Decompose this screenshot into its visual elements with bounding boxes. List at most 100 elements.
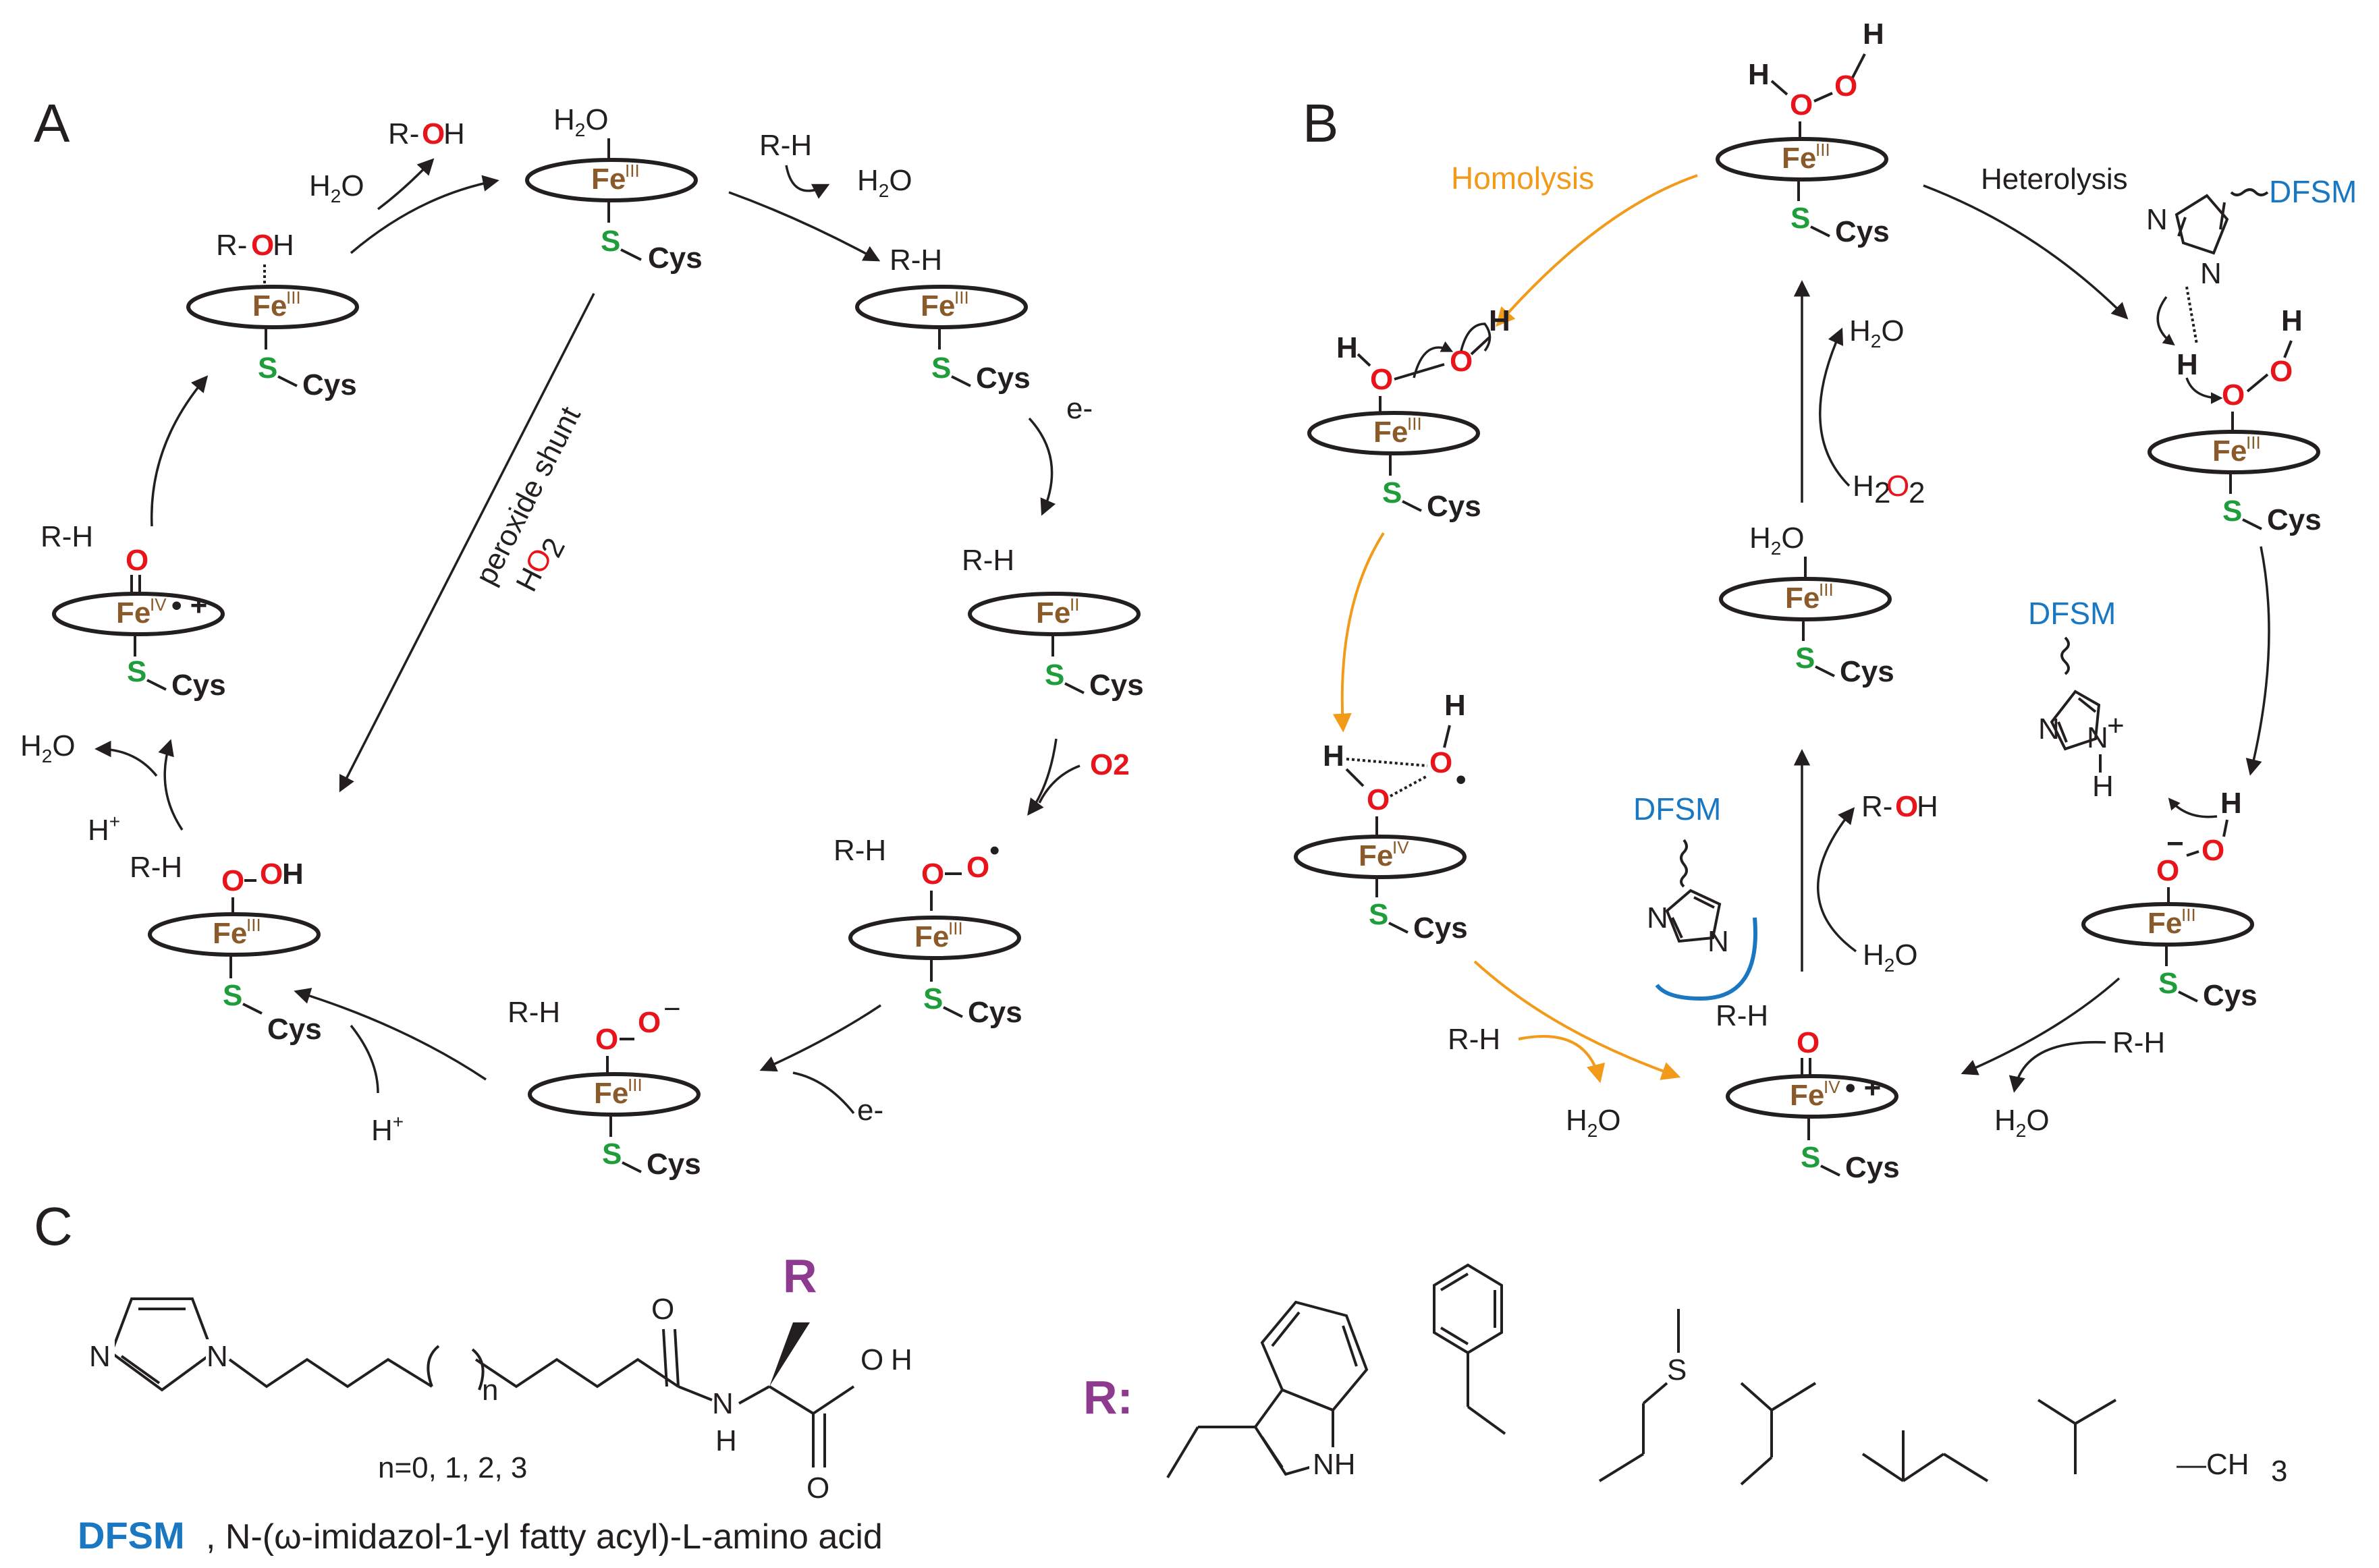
svg-text:O: O [2270, 355, 2293, 388]
svg-text:S: S [2158, 967, 2178, 1000]
svg-text:III: III [1815, 140, 1830, 160]
binding-pocket-arc [1655, 917, 1757, 1001]
svg-text:Homolysis: Homolysis [1451, 161, 1594, 196]
svg-text:H: H [282, 858, 304, 891]
svg-text:H: H [1336, 331, 1358, 364]
heme-a-right-3: R-H O O • Fe III S Cys [833, 834, 1022, 1029]
svg-text:H2O: H2O [20, 729, 76, 766]
svg-text:R-H: R-H [40, 520, 93, 553]
svg-text:H: H [891, 1343, 912, 1376]
heme-ring-icon [1294, 835, 1467, 879]
svg-text:Fe: Fe [921, 289, 955, 323]
svg-text:2: 2 [1909, 476, 1925, 509]
svg-text:n=0, 1, 2, 3: n=0, 1, 2, 3 [378, 1451, 527, 1484]
svg-text:III: III [246, 915, 261, 935]
svg-text:S: S [258, 352, 277, 385]
svg-text:Fe: Fe [1790, 1079, 1824, 1112]
svg-text:Cys: Cys [171, 669, 226, 702]
svg-text:II: II [1070, 594, 1079, 615]
svg-text:Cys: Cys [1413, 912, 1468, 945]
svg-text:3: 3 [2271, 1455, 2287, 1488]
svg-text:S: S [1795, 642, 1815, 675]
svg-text:NH: NH [1313, 1448, 1356, 1481]
heme-ring-icon [1307, 411, 1480, 455]
svg-text:O2: O2 [1090, 748, 1130, 781]
svg-text:S: S [1801, 1141, 1820, 1174]
svg-text:O: O [1367, 783, 1390, 816]
svg-text:Fe: Fe [1782, 142, 1816, 175]
svg-text:R: R [783, 1250, 817, 1302]
svg-text:Cys: Cys [1835, 215, 1890, 248]
svg-text:O: O [1429, 746, 1452, 779]
heme-ring-icon [855, 285, 1028, 329]
svg-text:S: S [1369, 898, 1388, 931]
svg-text:III: III [1819, 580, 1834, 600]
svg-text:O: O [126, 544, 148, 577]
svg-text:N: N [207, 1340, 228, 1373]
svg-text:N: N [2087, 721, 2108, 754]
svg-text:R-: R- [1861, 790, 1892, 823]
svg-text:H: H [1323, 739, 1344, 773]
svg-text:IV: IV [1824, 1077, 1840, 1097]
svg-text:H: H [1444, 689, 1466, 722]
ligand-water: H2O [553, 103, 609, 140]
svg-text:H2O: H2O [1863, 939, 1918, 976]
svg-text:O: O [251, 229, 274, 262]
heterolysis-arrow [1923, 184, 2129, 320]
heme-a-roh: R- O H Fe III S Cys [186, 229, 359, 401]
svg-text:S: S [601, 225, 620, 258]
heme-ring-icon [525, 158, 698, 202]
svg-text:Cys: Cys [302, 368, 357, 401]
panel-label-a: A [34, 93, 70, 153]
svg-text:O: O [1790, 88, 1813, 121]
svg-text:Cys: Cys [1845, 1151, 1900, 1184]
svg-text:O: O [595, 1023, 618, 1056]
svg-text:−: − [2166, 827, 2184, 860]
heme-a-right-1: R-H Fe III S Cys [855, 244, 1031, 395]
heme-ring-icon [968, 592, 1141, 636]
svg-text:R-H: R-H [2112, 1026, 2165, 1059]
svg-text:S: S [223, 979, 242, 1012]
svg-text:S: S [1790, 202, 1810, 235]
svg-text:Fe: Fe [1373, 416, 1408, 449]
heme-ring-icon [148, 912, 321, 957]
svg-text:O: O [1797, 1026, 1820, 1059]
svg-text:O: O [422, 117, 445, 150]
svg-text:S: S [127, 655, 146, 688]
heme-ring-icon [2148, 430, 2320, 474]
svg-text:H: H [1863, 18, 1884, 51]
svg-text:O: O [2222, 379, 2245, 412]
svg-text:e-: e- [857, 1094, 883, 1127]
heme-ring-icon [1716, 137, 1888, 181]
heme-ring-icon [1719, 577, 1892, 621]
svg-text:Cys: Cys [2203, 979, 2258, 1012]
svg-text:H2O: H2O [1566, 1104, 1621, 1141]
svg-text:H: H [273, 229, 294, 262]
r-group-tryptophan: NH [1166, 1300, 1369, 1481]
svg-text:R-: R- [216, 229, 247, 262]
svg-text:Cys: Cys [1089, 669, 1144, 702]
r-group-phenylalanine [1433, 1263, 1506, 1435]
svg-text:O: O [638, 1006, 661, 1039]
heme-b-right-2: H O O − Fe III S Cys [2081, 787, 2258, 1012]
svg-text:n: n [482, 1374, 498, 1407]
heme-b-bottom-compound-i: R-H O Fe IV • + S Cys [1716, 999, 1900, 1184]
svg-text:R-H: R-H [962, 544, 1014, 577]
heme-ring-icon [52, 592, 225, 636]
svg-text:H: H [2177, 348, 2198, 381]
svg-text:H2O: H2O [309, 169, 364, 206]
imidazole-right-top: N N [2146, 188, 2269, 290]
heme-ring-icon [848, 916, 1021, 960]
r-group-isoleucine [1740, 1382, 1817, 1486]
heme-ring-icon [186, 285, 359, 329]
r-group-methionine: S [1598, 1309, 1687, 1482]
svg-text:R-H: R-H [1448, 1023, 1500, 1056]
svg-text:O: O [921, 858, 944, 891]
svg-text:+: + [2107, 709, 2125, 742]
svg-text:O: O [860, 1343, 883, 1376]
heme-b-left-2: H H O • O Fe IV S Cys [1294, 689, 1468, 945]
svg-text:R-H: R-H [759, 129, 812, 162]
svg-text:H2O: H2O [1994, 1104, 2050, 1141]
svg-text:DFSM: DFSM [2269, 174, 2357, 209]
